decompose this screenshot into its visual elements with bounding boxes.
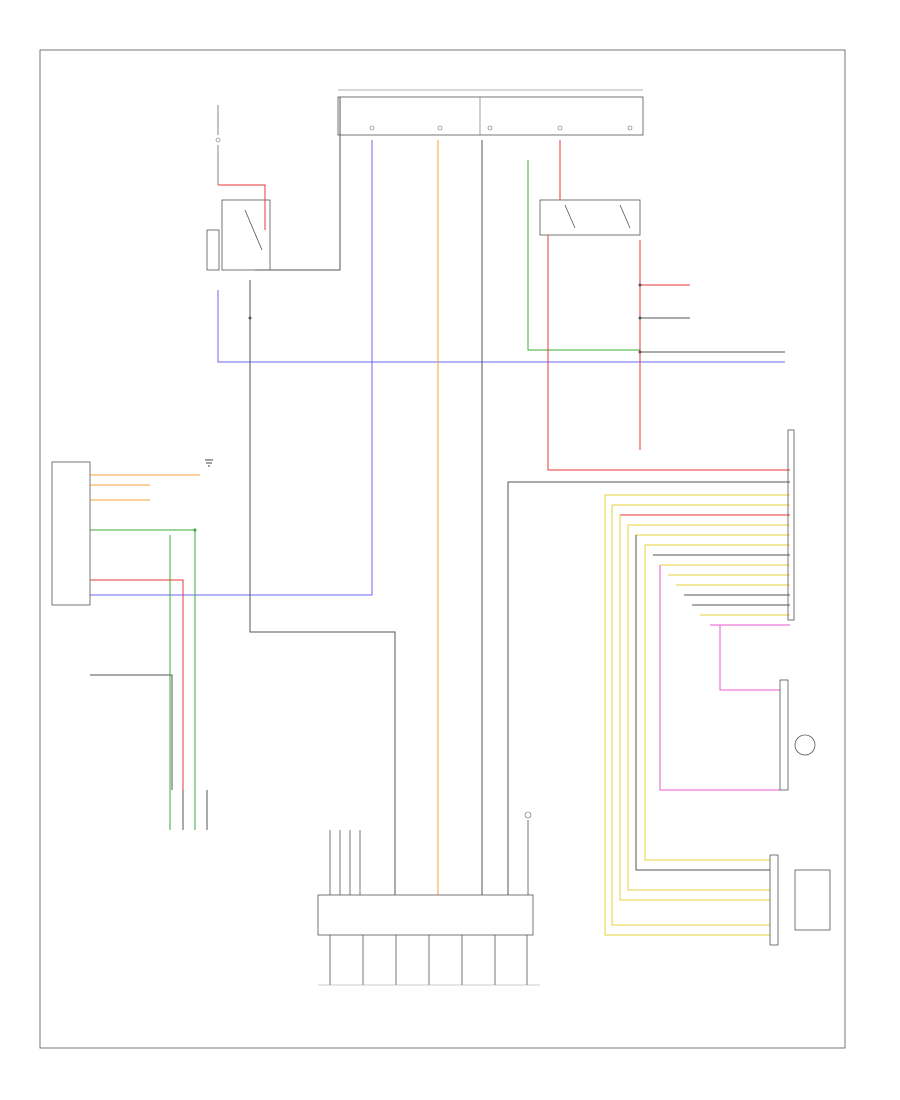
wire-gray-clutch	[249, 280, 396, 895]
junction-dots	[193, 283, 642, 532]
diagram-frame	[39, 49, 846, 1049]
wire-bundle-yellow	[604, 494, 790, 936]
data-link-connector	[169, 790, 208, 830]
ground-icon	[205, 459, 213, 467]
clutch-switch	[206, 184, 271, 271]
steering-angle-sensor	[779, 679, 816, 791]
transmission-module	[317, 894, 534, 936]
transmission-module-connectors	[329, 811, 532, 895]
wire-blue	[217, 290, 785, 363]
wire-green	[527, 160, 640, 351]
transmission-module-pins	[318, 935, 540, 986]
brake-switch	[539, 199, 641, 236]
engine-control-module-connector	[787, 429, 795, 621]
yaw-sensor	[769, 854, 831, 946]
fuse-area	[215, 89, 644, 185]
fuse-box	[337, 96, 644, 136]
instrument-cluster	[51, 461, 91, 606]
